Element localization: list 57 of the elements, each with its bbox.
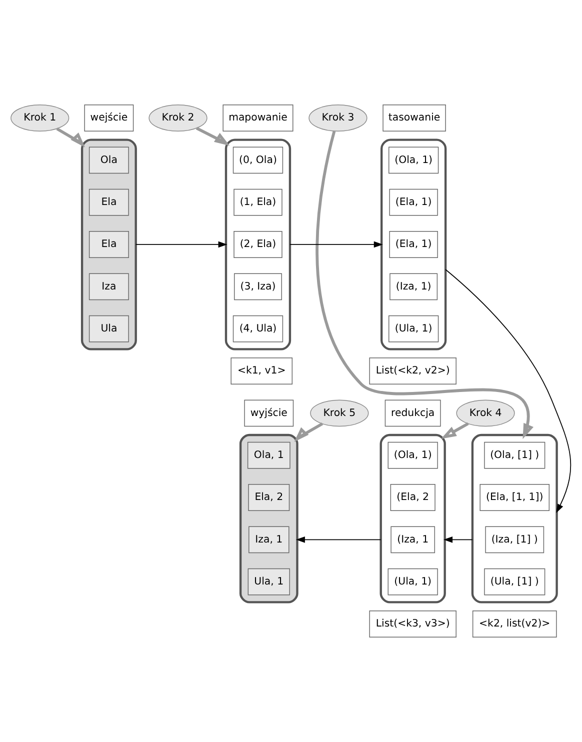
node-box: <k1, v1> — [230, 358, 293, 384]
arrow — [444, 536, 473, 543]
node-box: Ola — [88, 146, 129, 174]
cluster — [471, 434, 558, 604]
node-box: (2, Ela) — [234, 231, 282, 258]
cluster — [80, 138, 137, 350]
node-box: (Ula, [1] ) — [484, 568, 546, 596]
node-box: List(<k2, v2>) — [369, 358, 456, 384]
node-box: Iza, 1 — [248, 526, 290, 554]
arrow — [196, 126, 230, 146]
node-box: (Ela, 2 — [390, 484, 436, 511]
node-box: (Iza, [1] ) — [485, 526, 544, 554]
node-box: (Iza, 1 — [390, 526, 436, 554]
node-box: (Ela, 1) — [389, 188, 438, 216]
node-box: (Ola, 1) — [388, 146, 439, 174]
arrow — [290, 241, 383, 248]
cluster — [239, 434, 298, 604]
arrow — [440, 422, 469, 439]
node-box: redukcja — [384, 400, 441, 427]
arrow — [296, 536, 382, 543]
node-box: Ela — [88, 231, 129, 258]
node-ellipse: Krok 2 — [148, 104, 208, 132]
arrow — [445, 269, 572, 514]
arrow — [294, 422, 324, 442]
node-box: (Ela, 1) — [389, 231, 438, 258]
node-box: Iza — [88, 273, 129, 300]
arrow — [135, 241, 228, 248]
cluster — [224, 138, 292, 350]
node-box: (Ula, 1) — [388, 315, 439, 342]
node-box: (Ola, [1] ) — [484, 442, 546, 469]
node-box: Ela, 2 — [248, 484, 290, 511]
node-ellipse: Krok 5 — [310, 400, 369, 427]
node-box: Ola, 1 — [247, 442, 290, 469]
node-box: Ula, 1 — [248, 568, 290, 596]
node-box: <k2, list(v2)> — [472, 610, 557, 638]
node-box: (0, Ola) — [232, 146, 284, 174]
node-box: (Ula, 1) — [388, 568, 438, 596]
node-box: (Ola, 1) — [388, 442, 438, 469]
arrow — [56, 128, 86, 148]
node-ellipse: Krok 3 — [308, 104, 368, 132]
node-box: wejście — [84, 104, 134, 132]
node-ellipse: Krok 4 — [456, 400, 515, 427]
node-box: Ula — [88, 315, 129, 342]
node-ellipse: Krok 1 — [10, 104, 70, 132]
cluster — [380, 434, 446, 604]
node-box: List(<k3, v3>) — [369, 610, 456, 638]
node-box: wyjście — [244, 400, 294, 427]
cluster — [380, 138, 447, 350]
node-box: tasowanie — [382, 104, 446, 132]
node-box: (1, Ela) — [234, 188, 282, 216]
node-box: (Iza, 1) — [390, 273, 438, 300]
node-box: mapowanie — [222, 104, 294, 132]
node-box: (3, Iza) — [234, 273, 282, 300]
node-box: (4, Ula) — [232, 315, 284, 342]
node-box: (Ela, [1, 1]) — [480, 484, 550, 511]
arrow — [316, 130, 534, 440]
node-box: Ela — [88, 188, 129, 216]
